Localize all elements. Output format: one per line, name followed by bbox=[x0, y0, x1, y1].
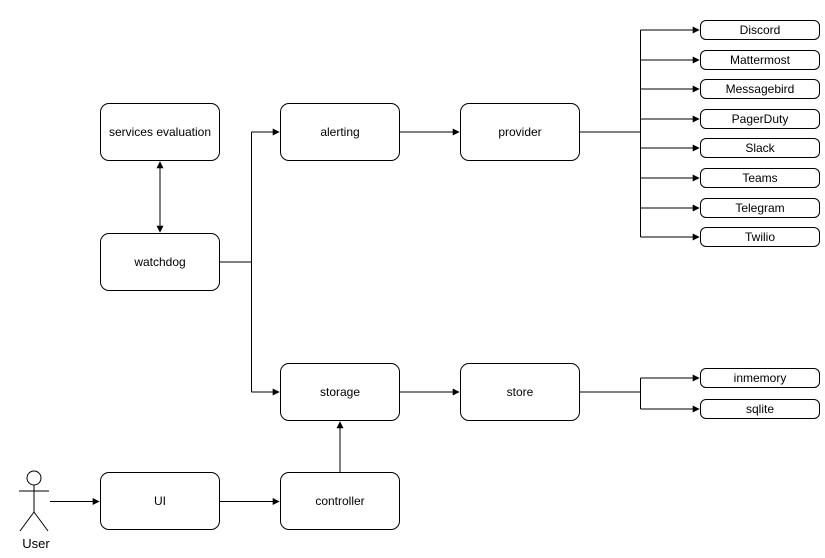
node-watchdog: watchdog bbox=[100, 233, 220, 291]
leaf-teams: Teams bbox=[700, 168, 820, 188]
leaf-sqlite: sqlite bbox=[700, 399, 820, 419]
user-label: User bbox=[22, 536, 50, 551]
leaf-discord: Discord bbox=[700, 20, 820, 40]
leaf-inmemory: inmemory bbox=[700, 368, 820, 388]
node-ui: UI bbox=[100, 472, 220, 530]
leaf-messagebird: Messagebird bbox=[700, 79, 820, 99]
node-controller: controller bbox=[280, 472, 400, 530]
node-store: store bbox=[460, 363, 580, 421]
user-actor-icon bbox=[19, 470, 49, 532]
leaf-twilio: Twilio bbox=[700, 227, 820, 247]
node-storage: storage bbox=[280, 363, 400, 421]
leaf-slack: Slack bbox=[700, 138, 820, 158]
node-services-evaluation: services evaluation bbox=[100, 103, 220, 161]
leaf-pagerduty: PagerDuty bbox=[700, 109, 820, 129]
leaf-mattermost: Mattermost bbox=[700, 50, 820, 70]
node-alerting: alerting bbox=[280, 103, 400, 161]
node-provider: provider bbox=[460, 103, 580, 161]
leaf-telegram: Telegram bbox=[700, 198, 820, 218]
